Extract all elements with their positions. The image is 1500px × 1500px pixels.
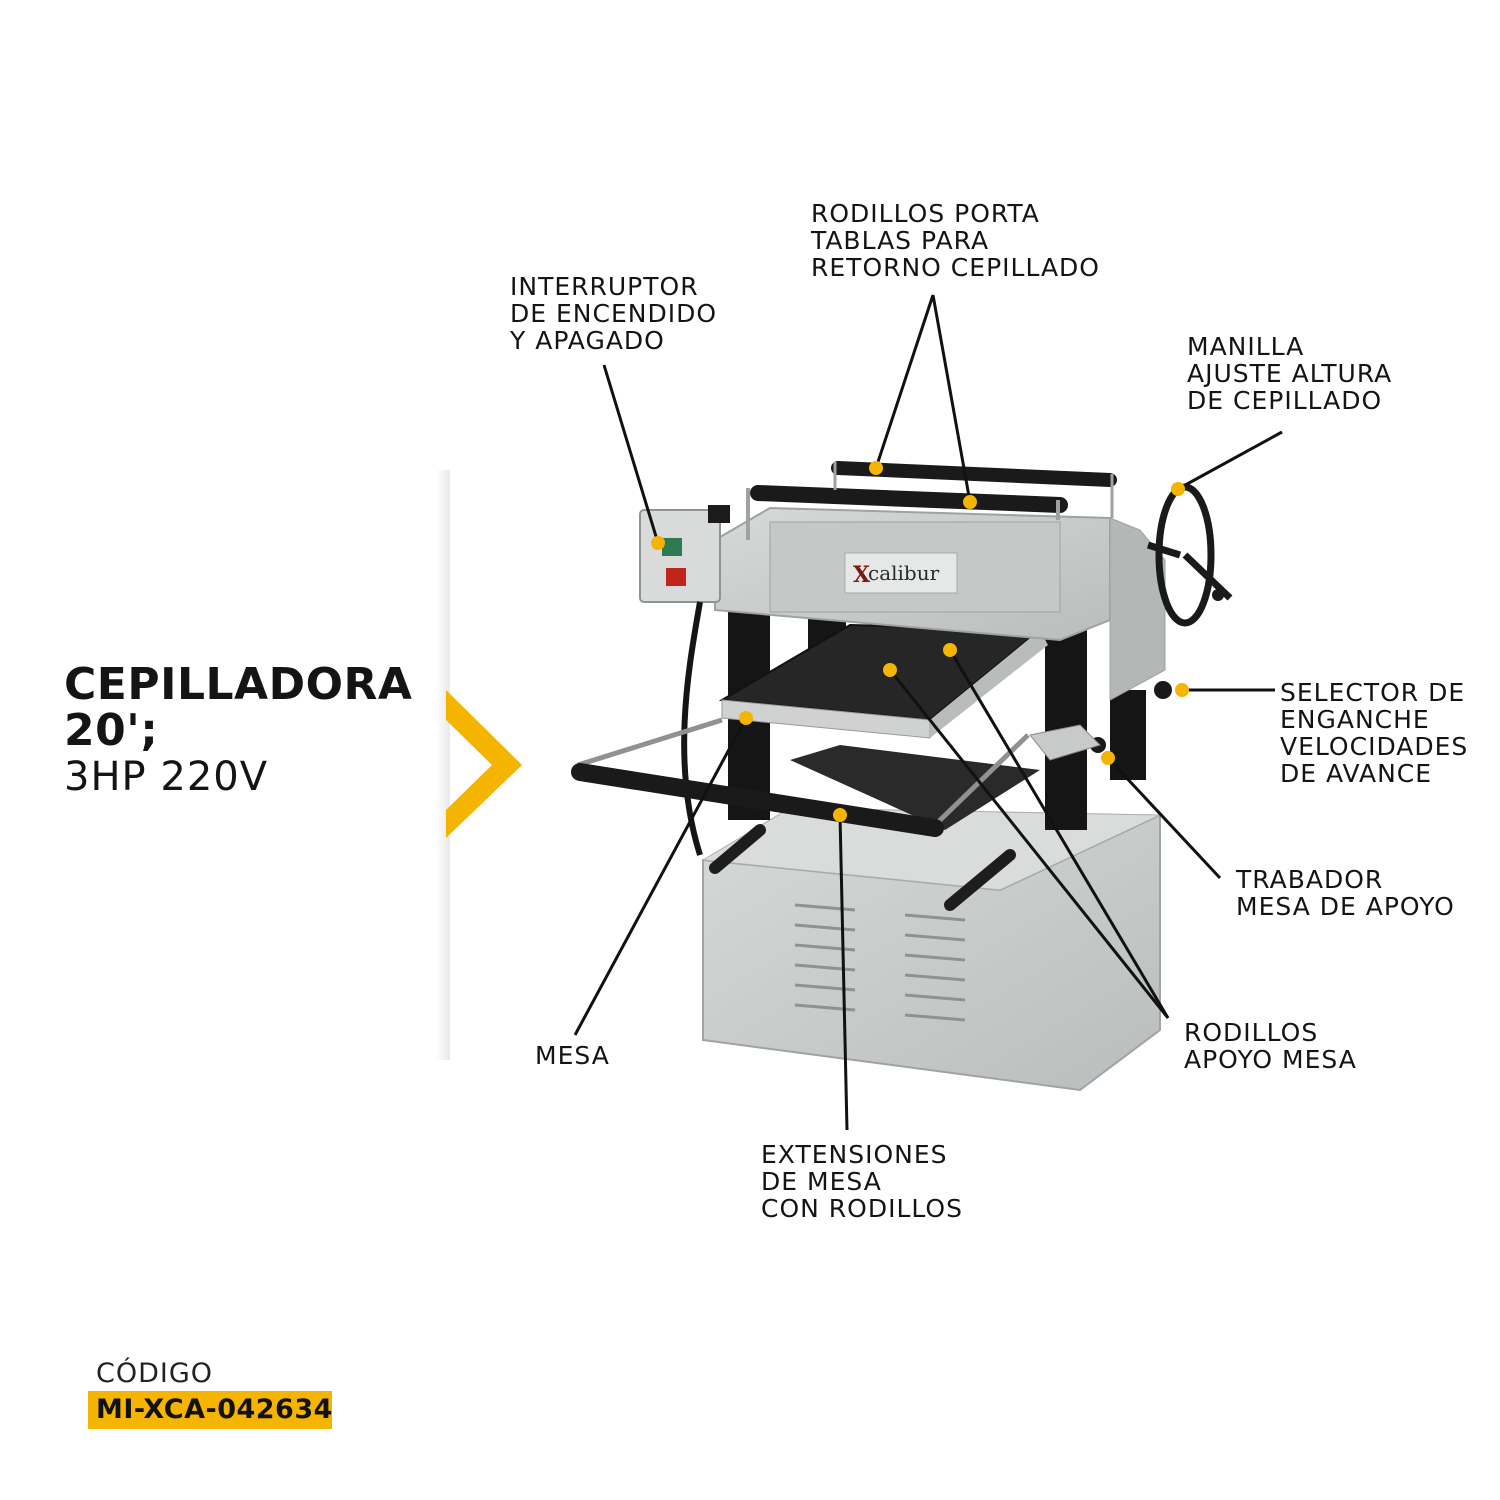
- chevron-arrow-icon: [446, 690, 522, 838]
- product-name: CEPILLADORA: [64, 659, 413, 710]
- dot-manilla: [1171, 482, 1185, 496]
- dot-interruptor: [651, 536, 665, 550]
- brand-logo: X calibur: [844, 552, 958, 594]
- dot-rodillos-apoyo-1: [883, 663, 897, 677]
- callout-rodillos-apoyo: RODILLOS APOYO MESA: [1184, 1018, 1357, 1074]
- dot-selector: [1175, 683, 1189, 697]
- code-label: CÓDIGO: [96, 1358, 214, 1389]
- dot-extensiones: [833, 808, 847, 822]
- dot-roller-back: [869, 461, 883, 475]
- dot-mesa: [739, 711, 753, 725]
- extension-arm-left: [577, 717, 723, 768]
- callout-trabador: TRABADOR MESA DE APOYO: [1236, 865, 1455, 921]
- callout-extensiones: EXTENSIONES DE MESA CON RODILLOS: [761, 1140, 963, 1223]
- dot-roller-front: [963, 495, 977, 509]
- extension-roller-front: [571, 763, 944, 837]
- callout-rodillos-porta: RODILLOS PORTA TABLAS PARA RETORNO CEPIL…: [811, 199, 1100, 282]
- callout-selector: SELECTOR DE ENGANCHE VELOCIDADES DE AVAN…: [1280, 678, 1469, 788]
- product-spec: 3HP 220V: [64, 754, 269, 800]
- dot-trabador: [1101, 751, 1115, 765]
- code-badge: [88, 1391, 332, 1429]
- callout-interruptor: INTERRUPTOR DE ENCENDIDO Y APAGADO: [510, 272, 717, 355]
- brand-logo-text: calibur: [868, 561, 940, 585]
- extension-arm-right: [933, 733, 1030, 827]
- code-value: MI-XCA-042634: [96, 1394, 333, 1425]
- dot-rodillos-apoyo-2: [943, 643, 957, 657]
- return-roller-front: [750, 485, 1068, 513]
- callout-lines: [573, 294, 1283, 1131]
- product-size: 20';: [64, 705, 159, 756]
- cabinet-vents: [794, 903, 966, 1022]
- callout-manilla: MANILLA AJUSTE ALTURA DE CEPILLADO: [1187, 332, 1393, 415]
- svg-text:X: X: [853, 562, 871, 588]
- product-title: CEPILLADORA 20'; 3HP 220V: [64, 659, 413, 801]
- switch-box: [639, 505, 730, 603]
- callout-dots: [651, 461, 1189, 822]
- callout-mesa: MESA: [535, 1041, 610, 1070]
- handwheel-icon: [1146, 483, 1233, 627]
- divider-shadow: [436, 470, 450, 1060]
- return-roller-back: [831, 461, 1117, 487]
